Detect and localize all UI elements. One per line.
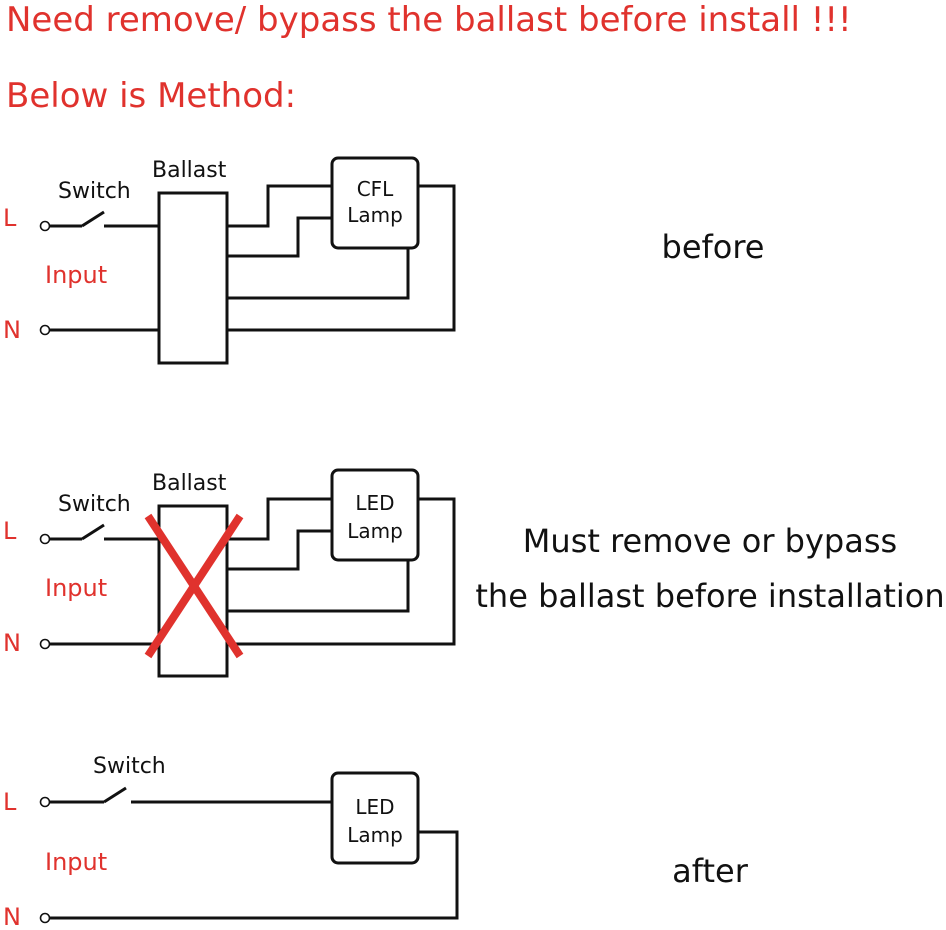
after-n-terminal [39,912,51,924]
during-n-label: N [3,629,21,657]
after-n-label: N [3,903,21,930]
before-switch-blade [81,210,105,228]
during-n-terminal [39,638,51,650]
after-l-label: L [3,788,17,816]
before-l-terminal [39,220,51,232]
during-ballast-label: Ballast [152,471,227,496]
during-ballast-lamp-wire-3 [227,560,410,613]
before-l-label: L [3,204,17,232]
remove-ballast-diagram: L N Input Switch Ballast LED Lamp Must r… [3,468,945,678]
before-lamp-box [330,156,420,250]
during-l-terminal [39,533,51,545]
during-ballast-lamp-wire-1 [227,497,332,541]
during-switch-label: Switch [58,492,131,517]
method-heading: Below is Method: [6,76,297,116]
after-diagram: L N Input Switch LED Lamp after [3,754,749,930]
during-input-label: Input [45,574,107,602]
before-ballast-label: Ballast [152,158,227,183]
after-lamp-type: LED [355,795,394,819]
during-ballast-lamp-wire-2 [227,529,332,571]
before-n-terminal [39,324,51,336]
before-lamp-type: CFL [357,177,394,201]
after-lamp-word: Lamp [347,823,403,847]
during-caption-line-1: Must remove or bypass [523,522,897,560]
warning-heading: Need remove/ bypass the ballast before i… [6,0,852,40]
during-lamp-word: Lamp [347,519,403,543]
before-switch-label: Switch [58,179,131,204]
during-caption-line-2: the ballast before installation [475,577,944,615]
before-ballast-lamp-wire-3 [227,248,410,300]
after-n-wire [50,830,459,920]
during-l-label: L [3,517,17,545]
during-ballast-lamp-wire-4 [227,497,456,646]
after-caption: after [672,852,749,890]
during-switch-blade [81,523,105,541]
before-caption: before [662,228,765,266]
after-l-terminal [39,796,51,808]
before-lamp-word: Lamp [347,203,403,227]
before-ballast-lamp-wire-1 [227,184,332,228]
before-diagram: L N Input Switch Ballast CFL Lamp before [3,156,765,365]
during-lamp-box [330,468,420,562]
after-lamp-box [330,771,420,865]
before-ballast-lamp-wire-4 [227,184,456,332]
remove-cross-icon [144,513,244,659]
before-n-label: N [3,316,21,344]
after-switch-label: Switch [93,754,166,779]
after-input-label: Input [45,848,107,876]
after-switch-blade [103,786,127,804]
before-ballast-box [157,191,229,365]
before-input-label: Input [45,261,107,289]
before-ballast-lamp-wire-2 [227,216,332,258]
during-lamp-type: LED [355,491,394,515]
during-ballast-box [157,504,229,678]
